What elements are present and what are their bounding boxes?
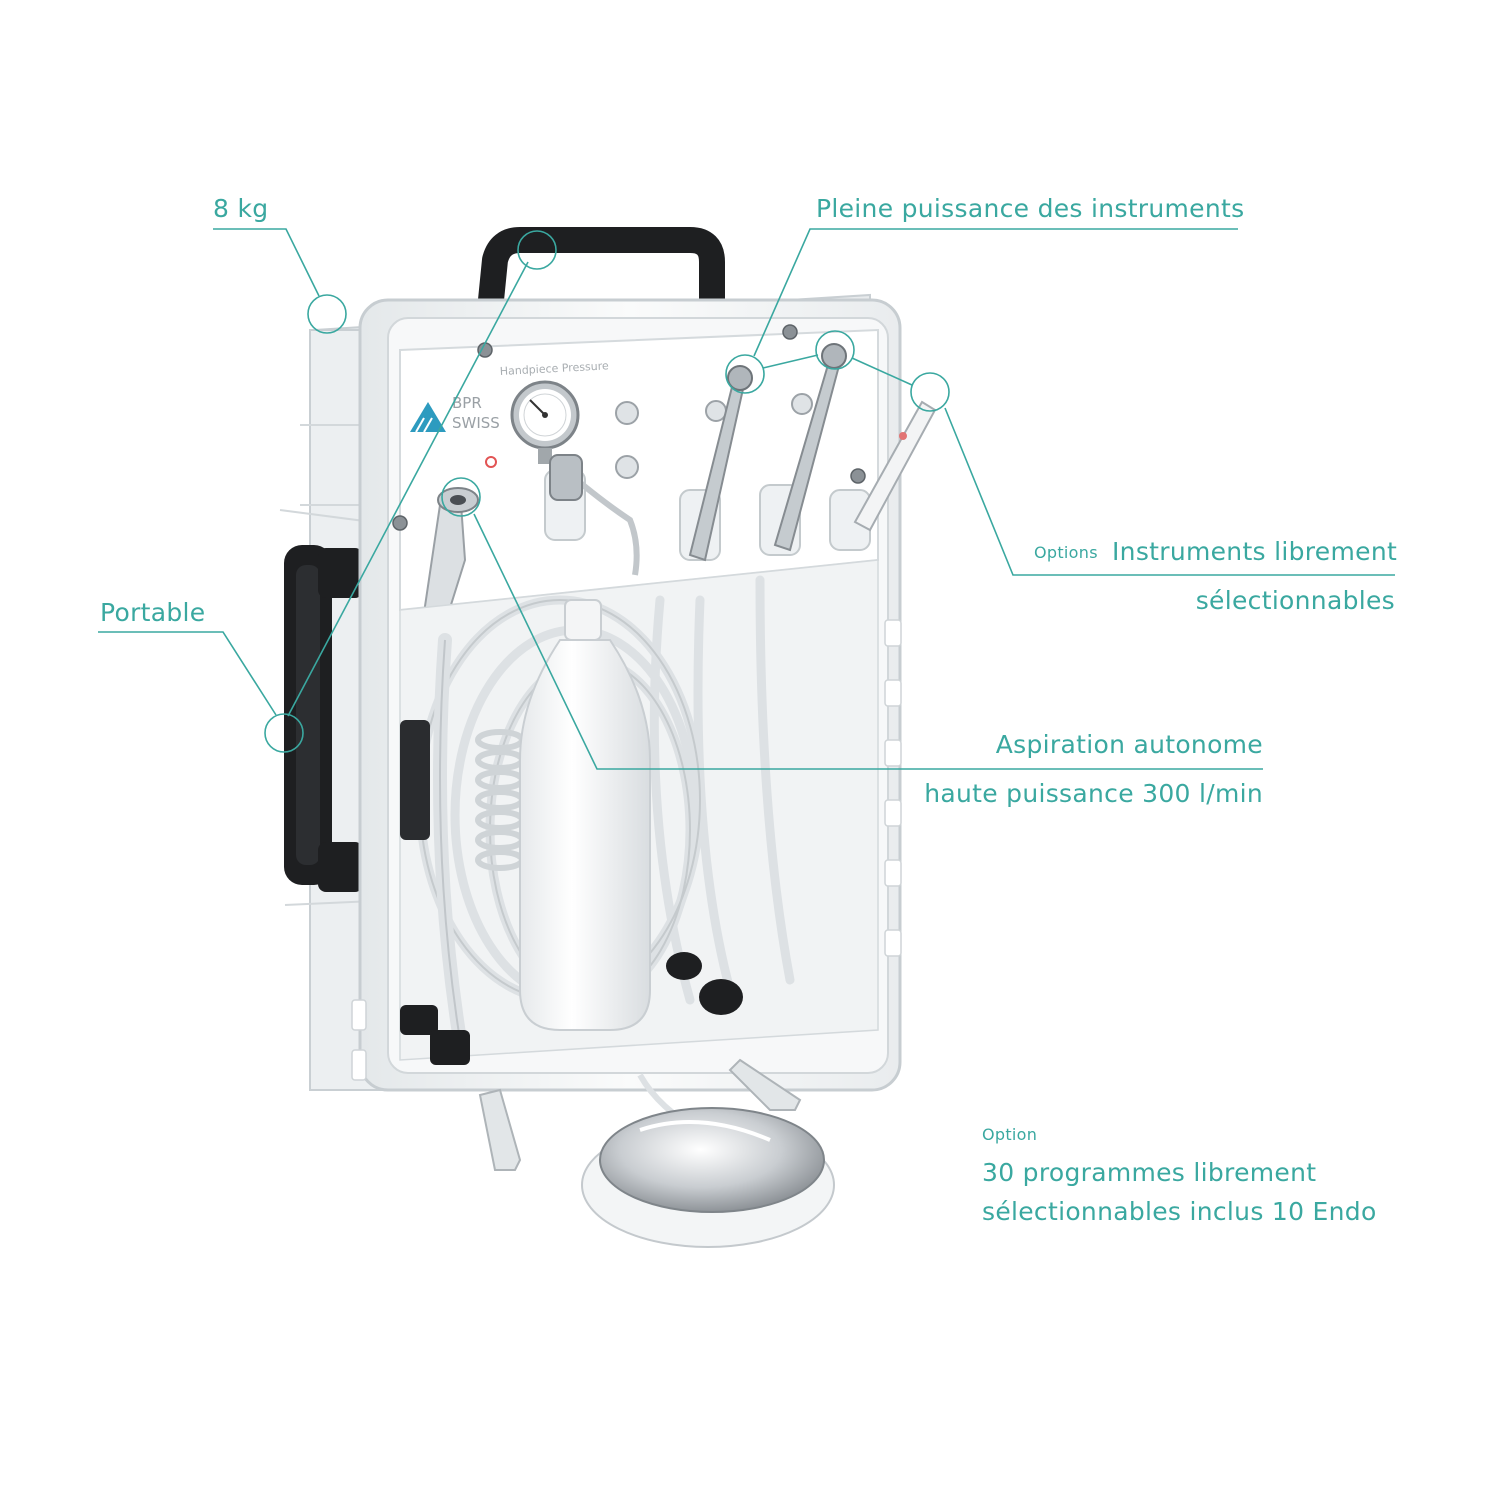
suction-handpiece (418, 487, 479, 641)
callout-instruments-line2: sélectionnables (1195, 586, 1395, 615)
callout-lines (98, 228, 1395, 770)
water-bottle (519, 599, 651, 1031)
callout-options-prefix: Options (1034, 543, 1098, 562)
top-handle (477, 227, 725, 312)
callout-portable: Portable (100, 598, 206, 627)
contra-angle-handpiece (773, 343, 847, 552)
callout-programs-prefix: Option (982, 1125, 1038, 1144)
callout-programs-line1: 30 programmes librement (982, 1158, 1317, 1187)
callout-programs-line2: sélectionnables inclus 10 Endo (982, 1197, 1377, 1226)
brand-line1: BPR (452, 394, 482, 412)
foot-pedal (581, 1107, 835, 1248)
pressure-gauge (510, 380, 580, 464)
brand-line2: SWISS (452, 414, 500, 432)
callout-full-power: Pleine puissance des instruments (816, 194, 1245, 223)
scaler-handpiece (853, 400, 937, 532)
callout-aspiration-line1: Aspiration autonome (995, 730, 1263, 759)
gauge-label: Handpiece Pressure (499, 359, 609, 378)
callout-instruments-line1: Instruments librement (1112, 537, 1398, 566)
callout-aspiration-line2: haute puissance 300 l/min (924, 779, 1263, 808)
callout-weight: 8 kg (213, 194, 269, 223)
high-speed-handpiece (688, 365, 753, 562)
stand-feet (478, 1058, 802, 1171)
brand-logo (410, 402, 446, 433)
